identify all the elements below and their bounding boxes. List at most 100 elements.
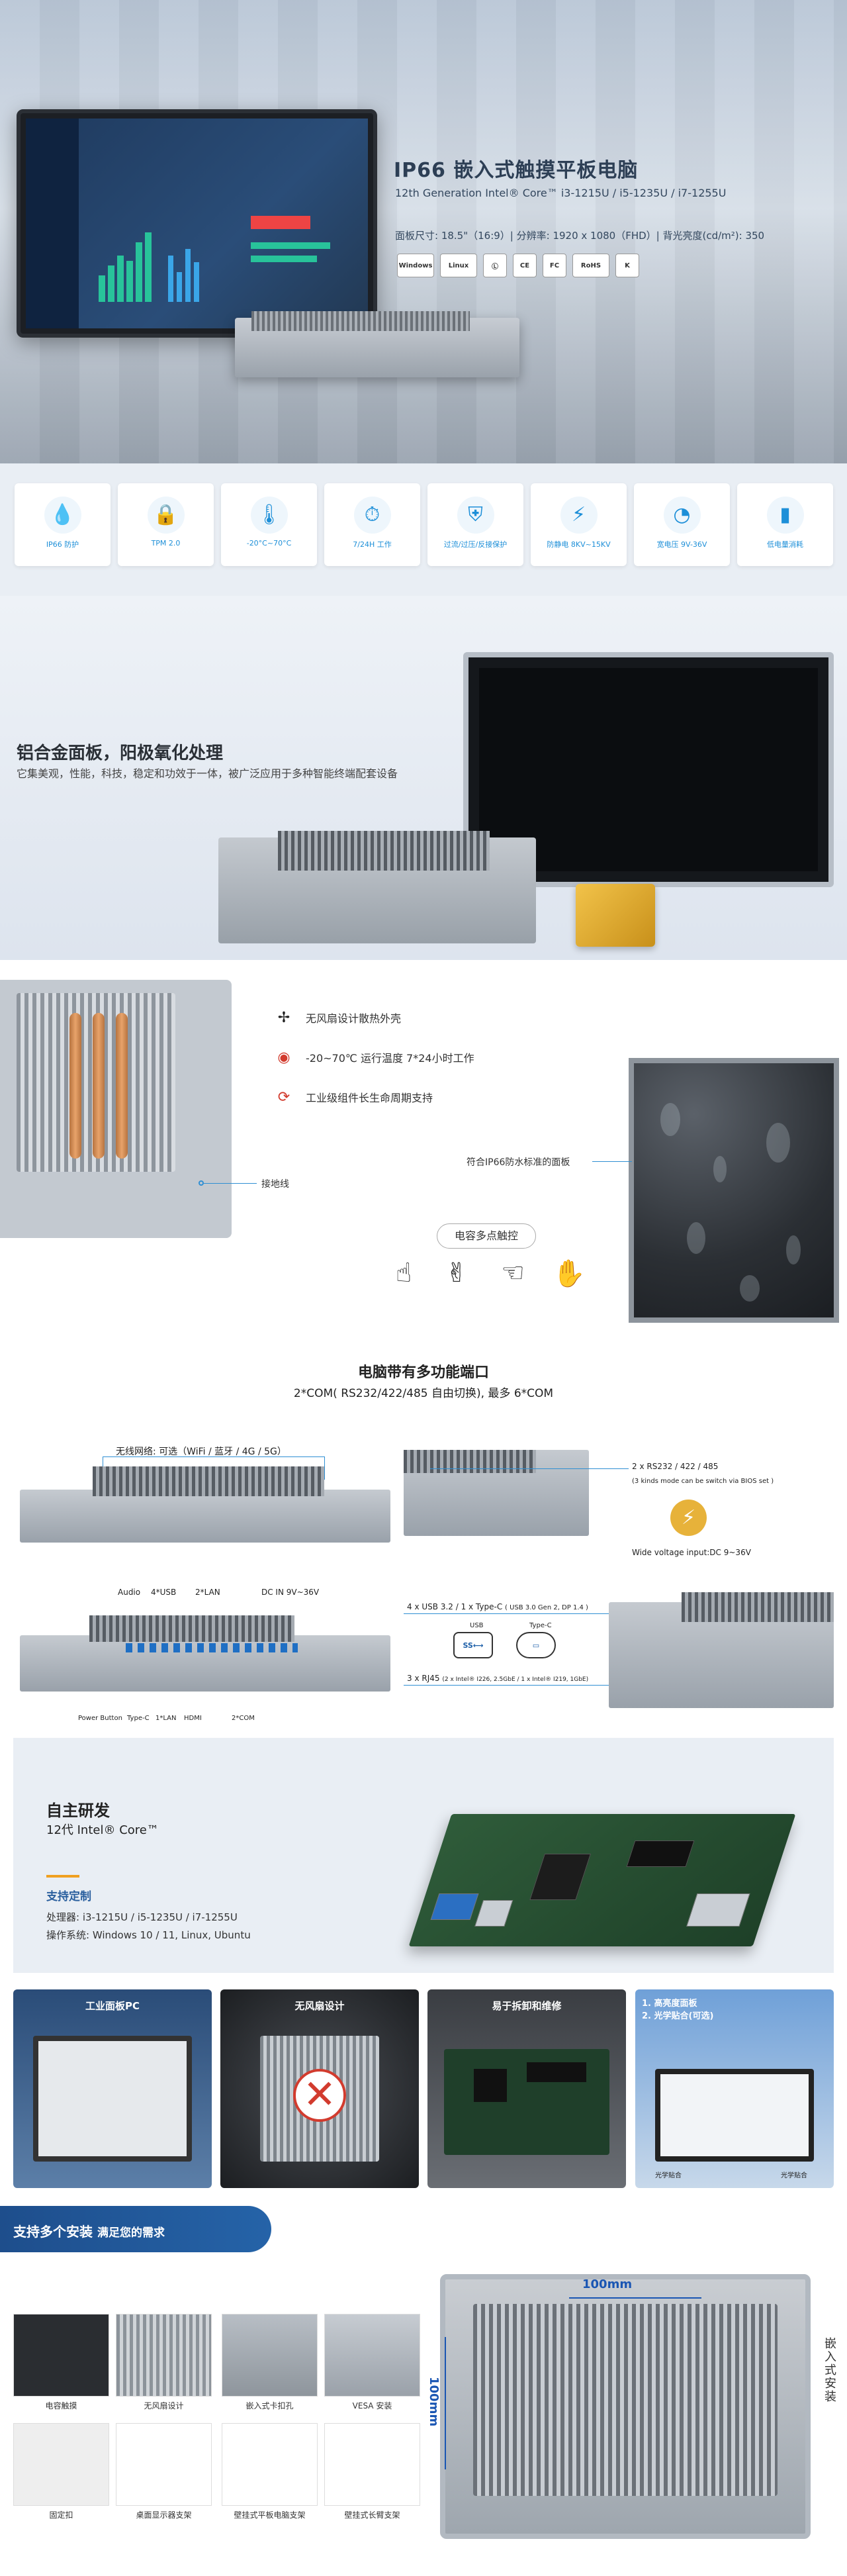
windows-logo-icon: Windows	[397, 254, 434, 277]
ports-subheading: 2*COM( RS232/422/485 自由切换), 最多 6*COM	[293, 1387, 554, 1400]
install-tile	[222, 2314, 318, 2397]
rnd-os: 操作系统: Windows 10 / 11, Linux, Ubuntu	[46, 1929, 251, 1941]
heatsink-feature-text: -20~70℃ 运行温度 7*24小时工作	[306, 1052, 474, 1065]
rs-note: (3 kinds mode can be switch via BIOS set…	[632, 1478, 774, 1485]
ce-logo-icon: CE	[513, 254, 537, 277]
shield-protection-icon: ⛨	[457, 497, 494, 534]
cycle-icon: ⟳	[277, 1088, 290, 1106]
heatpipe	[116, 1013, 128, 1159]
install-tile	[116, 2314, 212, 2397]
feature-card: ⚡防静电 8KV~15KV	[531, 483, 627, 566]
install-tile-label: 无风扇设计	[144, 2401, 184, 2410]
ul-logo-icon: Ⓛ	[483, 254, 507, 277]
install-title-sub: 满足您的需求	[97, 2226, 165, 2240]
linux-logo-icon: Linux	[440, 254, 477, 277]
pinch-gesture-icon: ✋	[553, 1259, 586, 1289]
ground-label: 接地线	[261, 1179, 289, 1190]
feature-card: 🌡-20°C~70°C	[221, 483, 317, 566]
aluminum-description: 它集美观，性能，科技，稳定和功效于一体，被广泛应用于多种智能终端配套设备	[17, 767, 398, 780]
usb-note: ( USB 3.0 Gen 2, DP 1.4 )	[505, 1604, 588, 1611]
aluminum-heading: 铝合金面板，阳极氧化处理	[17, 743, 224, 763]
clock-24-icon: ⏱	[353, 497, 391, 534]
feature-label: 宽电压 9V-36V	[656, 540, 707, 549]
heatsink-feature: ✢ 无风扇设计散热外壳	[271, 1005, 401, 1030]
card-easy-repair: 易于拆卸和维修	[427, 1989, 626, 2188]
usb-title-text: 4 x USB 3.2 / 1 x Type-C	[407, 1602, 503, 1611]
rj45-title-text: 3 x RJ45	[407, 1674, 440, 1683]
water-drop-icon: 💧	[44, 497, 81, 534]
kc-logo-icon: K	[615, 254, 639, 277]
rj45-note: (2 x Intel® I226, 2.5GbE / 1 x Intel® I2…	[442, 1676, 589, 1683]
usb-title: 4 x USB 3.2 / 1 x Type-C ( USB 3.0 Gen 2…	[407, 1602, 588, 1611]
lock-shield-icon: 🔒	[147, 497, 185, 534]
feature-label: TPM 2.0	[151, 539, 181, 548]
typec-icon-label: Type-C	[529, 1622, 552, 1629]
rnd-custom: 支持定制	[46, 1890, 91, 1903]
cert-logos: Windows Linux Ⓛ CE FC RoHS K	[397, 254, 639, 277]
feature-label: IP66 防护	[46, 540, 79, 549]
fcc-logo-icon: FC	[543, 254, 566, 277]
port-label: Audio	[118, 1588, 141, 1597]
ground-leader	[204, 1183, 257, 1184]
wireless-label: 无线网络: 可选（WiFi / 蓝牙 / 4G / 5G）	[116, 1447, 287, 1457]
io-port-row	[126, 1643, 298, 1652]
card-fanless: 无风扇设计 ✕	[220, 1989, 419, 2188]
rs-title: 2 x RS232 / 422 / 485	[632, 1462, 719, 1471]
feature-label: 低电量消耗	[767, 540, 803, 549]
install-tile-label: 壁挂式长臂支架	[344, 2510, 400, 2520]
install-title-main: 支持多个安装	[13, 2224, 93, 2240]
waterproof-leader	[592, 1161, 632, 1162]
port-label: HDMI	[184, 1715, 202, 1722]
device-top-image	[20, 1490, 390, 1543]
wide-voltage-label: Wide voltage input:DC 9~36V	[632, 1548, 751, 1557]
hero-heatsink-fins	[251, 311, 470, 331]
install-banner	[0, 2206, 271, 2252]
install-tile-label: 桌面显示器支架	[136, 2510, 192, 2520]
feature-card: ⏱7/24H 工作	[324, 483, 420, 566]
heatsink-feature-text: 无风扇设计散热外壳	[306, 1012, 402, 1025]
usb-icon-label: USB	[470, 1622, 484, 1629]
thermometer-icon: 🌡	[250, 497, 288, 534]
no-fan-icon: ✕	[293, 2069, 346, 2122]
rnd-subheading: 12代 Intel® Core™	[46, 1823, 159, 1837]
optical-tag-left: 光学贴合	[655, 2172, 682, 2179]
rohs-logo-icon: RoHS	[572, 254, 609, 277]
ground-dot	[199, 1180, 204, 1186]
port-label: Power Button	[78, 1715, 122, 1722]
heatsink-feature-text: 工业级组件长生命周期支持	[306, 1092, 433, 1104]
card-industrial-panel: 工业面板PC	[13, 1989, 212, 2188]
hero-title: IP66 嵌入式触摸平板电脑	[394, 159, 639, 182]
accent-bar	[46, 1875, 79, 1878]
install-title: 支持多个安装 满足您的需求	[13, 2221, 165, 2240]
feature-card: 💧 IP66 防护	[15, 483, 111, 566]
swipe-gesture-icon: ☜	[501, 1258, 525, 1288]
panel-side-fins	[278, 831, 490, 871]
card-high-brightness: 1. 高亮度面板 2. 光学贴合(可选) 光学贴合 光学贴合	[635, 1989, 834, 2188]
feature-card: ⛨过流/过压/反接保护	[427, 483, 523, 566]
waterproof-label: 符合IP66防水标准的面板	[467, 1157, 570, 1168]
hero-monitor-image	[17, 109, 377, 338]
port-label: Type-C	[127, 1715, 150, 1722]
typec-icon: ▭	[516, 1632, 556, 1658]
heatsink-feature: ⟳ 工业级组件长生命周期支持	[271, 1084, 433, 1110]
waterproof-panel-image	[629, 1058, 839, 1323]
ports-heading: 电脑带有多功能端口	[357, 1364, 489, 1381]
device-usb-fins	[682, 1592, 834, 1622]
install-tile-label: 电容触摸	[45, 2401, 77, 2410]
tap-gesture-icon: ☝	[395, 1258, 412, 1288]
dimension-height-line	[445, 2337, 446, 2469]
install-tile-label: VESA 安装	[352, 2401, 392, 2410]
battery-icon: ▮	[766, 497, 804, 534]
feature-card: ◔宽电压 9V-36V	[634, 483, 730, 566]
usb-ss-icon-text: SS⟷	[463, 1641, 484, 1650]
heatpipe	[69, 1013, 81, 1159]
device-io-fins	[89, 1615, 294, 1642]
dimension-width: 100mm	[582, 2277, 633, 2291]
rj45-title: 3 x RJ45 (2 x Intel® I226, 2.5GbE / 1 x …	[407, 1674, 588, 1683]
rj45-leader	[404, 1685, 648, 1686]
thermo-circle-icon: ◉	[277, 1049, 290, 1066]
rnd-cpu: 处理器: i3-1215U / i5-1235U / i7-1255U	[46, 1911, 238, 1923]
esd-icon: ⚡	[560, 497, 598, 534]
heatpipe	[93, 1013, 105, 1159]
feature-card: 🔒 TPM 2.0	[118, 483, 214, 566]
